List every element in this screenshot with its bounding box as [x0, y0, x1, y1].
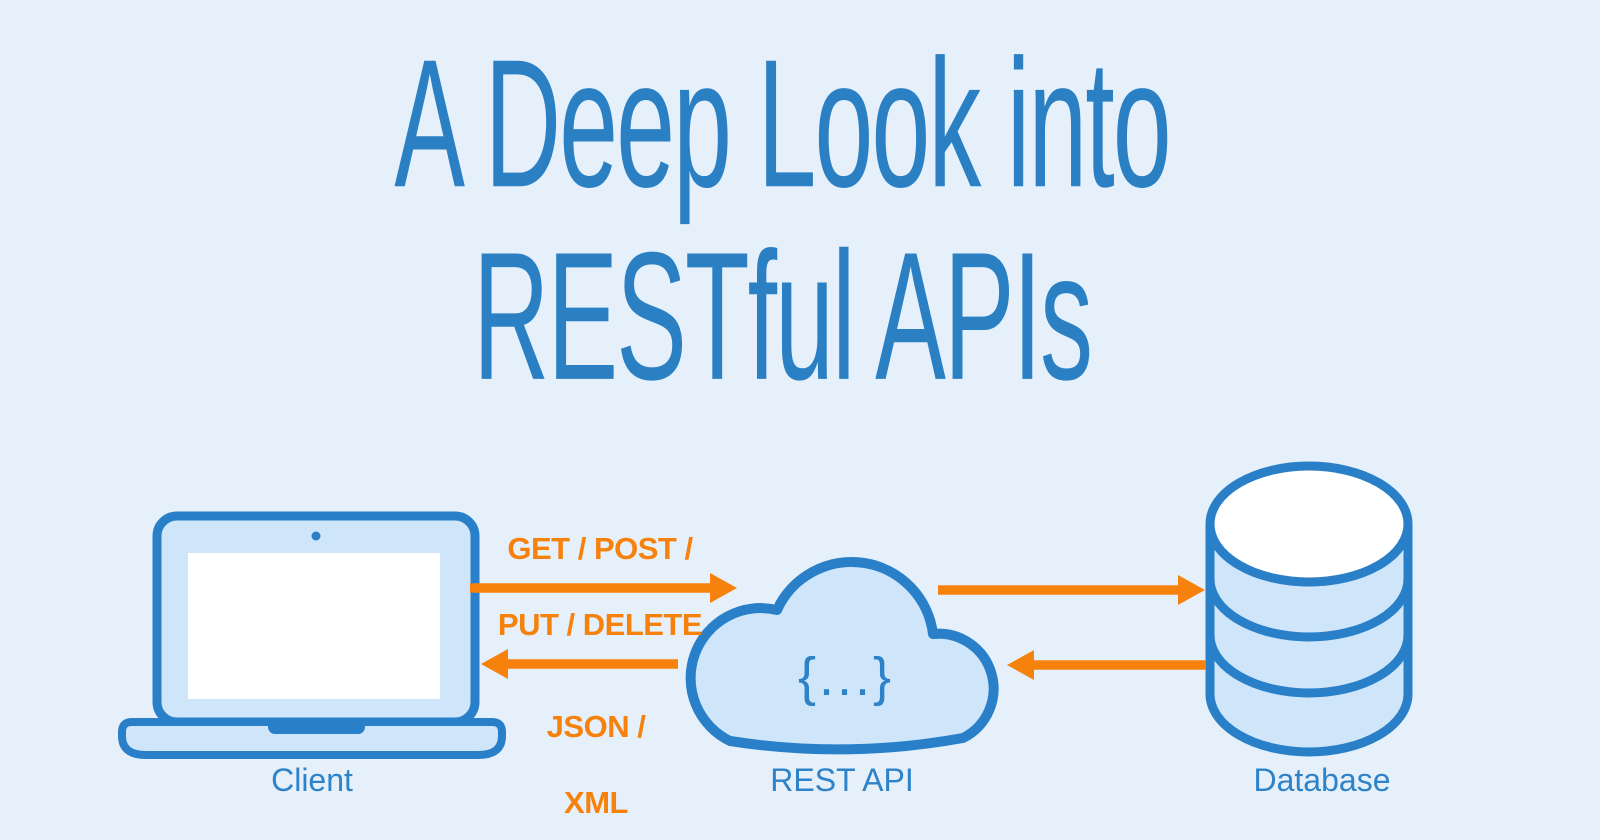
arrowhead-left-icon — [481, 649, 508, 679]
laptop-base-notch — [268, 720, 365, 734]
database-separator-1 — [1205, 578, 1413, 642]
arrowhead-left-icon — [1007, 650, 1034, 680]
arrowhead-right-icon — [710, 573, 737, 603]
database-cylinder-icon — [1205, 461, 1413, 757]
database-separator-2 — [1205, 634, 1413, 698]
arrow-api-to-database — [938, 575, 1205, 605]
laptop-icon — [118, 511, 506, 759]
page-title: A Deep Look into RESTful APIs — [0, 28, 1564, 413]
cloud-icon — [685, 557, 999, 755]
response-format-label: JSON / XML — [446, 670, 746, 840]
laptop-base — [118, 718, 506, 759]
json-braces-icon: {...} — [797, 647, 895, 707]
page-title-line1: A Deep Look into — [394, 22, 1171, 226]
arrow-client-to-api — [470, 573, 737, 603]
request-methods-label: GET / POST / PUT / DELETE — [450, 492, 750, 682]
page-title-line2: RESTful APIs — [472, 215, 1093, 419]
arrowhead-right-icon — [1178, 575, 1205, 605]
response-format-line1: JSON / — [546, 709, 646, 744]
laptop-camera-dot — [311, 531, 321, 541]
response-format-line2: XML — [564, 785, 628, 820]
arrow-api-to-client — [481, 649, 678, 679]
rest-api-label: REST API — [770, 762, 914, 798]
request-methods-line2: PUT / DELETE — [497, 607, 703, 642]
database-top-ellipse — [1205, 461, 1413, 587]
arrow-database-to-api — [1007, 650, 1206, 680]
cloud-outline — [685, 557, 999, 755]
client-label: Client — [271, 762, 353, 798]
laptop-screen — [188, 553, 440, 699]
database-label: Database — [1253, 762, 1391, 798]
request-methods-line1: GET / POST / — [507, 531, 693, 566]
